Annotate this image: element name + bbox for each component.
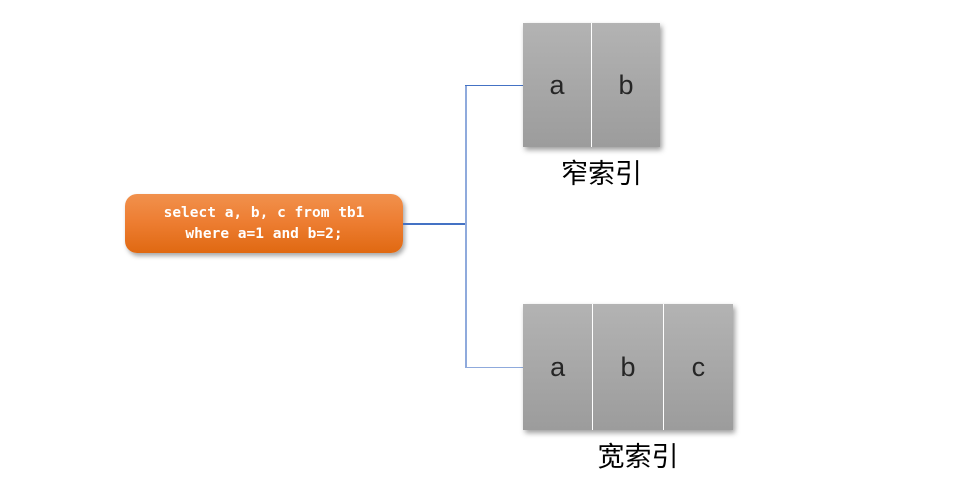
connector-vertical-trunk [465,85,467,367]
wide-index-cell-c: c [662,304,733,430]
connector-from-sql-box [403,223,465,225]
wide-index-label: 宽索引 [597,442,679,472]
connector-to-wide-index [465,366,523,368]
narrow-index-label: 窄索引 [561,159,642,189]
wide-index-cell-b: b [592,304,662,430]
narrow-index-cell-b: b [591,23,660,147]
connector-to-narrow-index [465,84,523,86]
sql-query-line-1: select a, b, c from tb1 [163,204,365,221]
wide-index-cell-a: a [550,351,566,382]
narrow-index-cell-a: a [549,69,565,100]
sql-query-line-2: where a=1 and b=2; [185,225,343,242]
wide-index-box: a b c [523,304,733,430]
sql-query-box: select a, b, c from tb1 where a=1 and b=… [125,194,403,253]
narrow-index-box: a b [523,23,660,147]
